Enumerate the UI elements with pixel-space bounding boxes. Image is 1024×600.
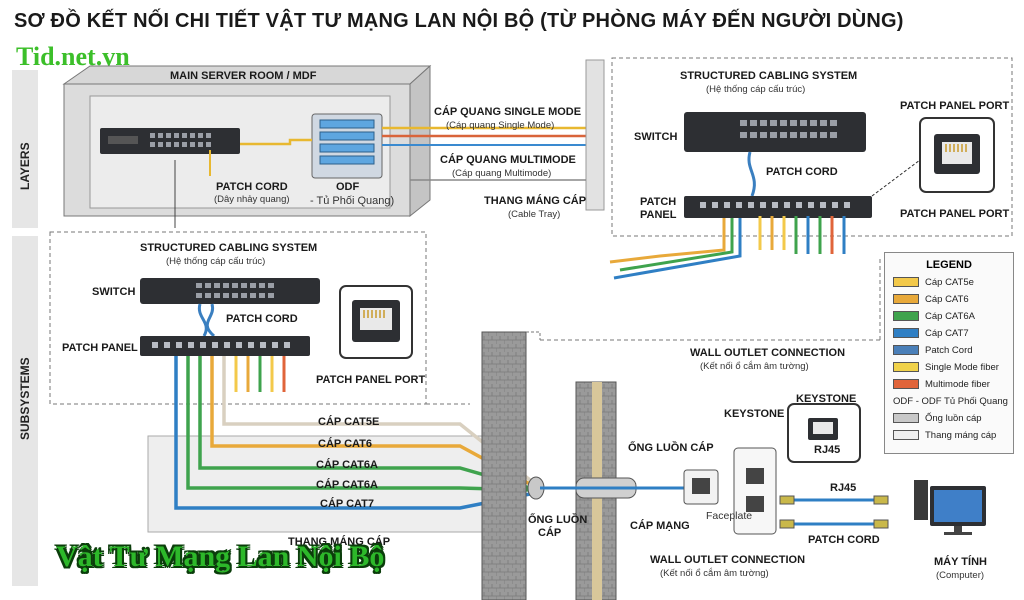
wall-title-sub: (Kết nối ổ cắm âm tường): [700, 361, 809, 372]
legend-item-label: Cáp CAT6: [925, 294, 969, 305]
tr-patch-cord-label: PATCH CORD: [766, 166, 838, 178]
keystone-label: KEYSTONE: [724, 408, 785, 420]
wall-bottom-title: WALL OUTLET CONNECTION: [650, 554, 806, 566]
banner-text: Vật Tư Mạng Lan Nội Bộ: [56, 540, 385, 573]
main-title-sub: (Hệ thống cáp cấu trúc): [166, 256, 266, 267]
legend-swatch: [893, 362, 919, 373]
wall-title: WALL OUTLET CONNECTION: [690, 347, 846, 359]
tr-port-label-top: PATCH PANEL PORT: [900, 100, 1010, 112]
legend-item: ODF - ODF Tủ Phối Quang: [893, 396, 1008, 407]
wall-bottom-sub: (Kết nối ổ cắm âm tường): [660, 568, 769, 579]
main-switch: [140, 278, 320, 304]
legend-item-label: Cáp CAT5e: [925, 277, 974, 288]
tr-switch-label: SWITCH: [634, 131, 678, 143]
computer-sub: (Computer): [936, 570, 985, 581]
top-right-panel: [611, 57, 1013, 237]
cable-label-cat6a-2: CÁP CAT6A: [316, 479, 378, 491]
legend-swatch: [893, 413, 919, 424]
main-patch-panel-label: PATCH PANEL: [62, 342, 138, 354]
wall-conduit-label: ỐNG LUỒN CÁP: [628, 442, 714, 454]
subsystems-label: SUBSYSTEMS: [18, 357, 32, 440]
legend-swatch: [893, 294, 919, 305]
main-tray-label: THANG MÁNG CÁP: [288, 536, 391, 548]
legend-item: Thang máng cáp: [893, 430, 996, 441]
pc-patch-cord-label: PATCH CORD: [808, 534, 880, 546]
computer-label: MÁY TÍNH: [934, 556, 987, 568]
wall-network-cable-label: CÁP MẠNG: [630, 520, 690, 532]
cable-tray: [147, 435, 489, 533]
legend-item: Cáp CAT6A: [893, 311, 975, 322]
legend-item-label: Cáp CAT6A: [925, 311, 975, 322]
wall-left: [481, 331, 527, 600]
main-conduit-label: ỐNG LUỒN: [528, 514, 588, 526]
legend-item: Patch Cord: [893, 345, 973, 356]
legend-item: Multimode fiber: [893, 379, 990, 390]
main-conduit-label-2: CÁP: [538, 527, 562, 539]
cable-label-cat5e: CÁP CAT5E: [318, 416, 380, 428]
rj45-box-label: RJ45: [814, 444, 841, 456]
legend-item: Cáp CAT5e: [893, 277, 974, 288]
legend-item-label: Multimode fiber: [925, 379, 990, 390]
multimode-sub: (Cáp quang Multimode): [452, 168, 552, 179]
legend-swatch: [893, 345, 919, 356]
layers-bar: [12, 70, 38, 228]
faceplate: [733, 447, 777, 535]
legend-swatch: [893, 328, 919, 339]
legend-swatch: [893, 379, 919, 390]
multimode-label: CÁP QUANG MULTIMODE: [440, 154, 576, 166]
legend-item-label: Ống luồn cáp: [925, 413, 982, 424]
legend-item: Cáp CAT7: [893, 328, 969, 339]
single-mode-sub: (Cáp quang Single Mode): [446, 120, 555, 131]
keystone-box-label: KEYSTONE: [796, 393, 857, 405]
legend-item: Single Mode fiber: [893, 362, 999, 373]
layers-label: LAYERS: [18, 142, 32, 190]
faceplate-label: Faceplate: [706, 510, 753, 522]
odf-label: ODF: [336, 181, 360, 193]
main-patch-cord-label: PATCH CORD: [226, 313, 298, 325]
legend-item-label: Single Mode fiber: [925, 362, 999, 373]
legend-item-label: Thang máng cáp: [925, 430, 997, 441]
server-room-title: MAIN SERVER ROOM / MDF: [170, 70, 317, 82]
cable-label-cat7: CÁP CAT7: [320, 498, 374, 510]
legend-item: Cáp CAT6: [893, 294, 969, 305]
legend-item-label: ODF - ODF Tủ Phối Quang: [893, 396, 1008, 407]
legend-item-label: Cáp CAT7: [925, 328, 969, 339]
diagram-title: SƠ ĐỒ KẾT NỐI CHI TIẾT VẬT TƯ MẠNG LAN N…: [14, 10, 904, 32]
subsystems-bar: [12, 236, 38, 586]
server-patch-cord-label: PATCH CORD: [216, 181, 288, 193]
legend-swatch: [893, 277, 919, 288]
tray-label: THANG MÁNG CÁP: [484, 195, 587, 207]
pc-tower: [914, 480, 928, 520]
tray-sub: (Cable Tray): [508, 209, 561, 220]
tr-patch-panel-label-1: PATCH: [640, 196, 677, 208]
tr-port-label-bottom: PATCH PANEL PORT: [900, 208, 1010, 220]
legend-item: Ống luồn cáp: [893, 413, 982, 424]
legend-title: LEGEND: [926, 259, 972, 271]
tr-title: STRUCTURED CABLING SYSTEM: [680, 70, 858, 82]
odf-sub: - Tủ Phối Quang): [310, 195, 395, 207]
legend-item-label: Patch Cord: [925, 345, 973, 356]
watermark: Tid.net.vn: [16, 42, 130, 71]
main-switch-label: SWITCH: [92, 286, 136, 298]
cable-label-cat6a-1: CÁP CAT6A: [316, 459, 378, 471]
legend-swatch: [893, 430, 919, 441]
cable-label-cat6: CÁP CAT6: [318, 438, 372, 450]
main-port-label: PATCH PANEL PORT: [316, 374, 426, 386]
tr-patch-panel-label-2: PANEL: [640, 209, 677, 221]
tr-title-sub: (Hệ thống cáp cấu trúc): [706, 84, 806, 95]
main-title: STRUCTURED CABLING SYSTEM: [140, 242, 318, 254]
legend-swatch: [893, 311, 919, 322]
rj45-label: RJ45: [830, 482, 857, 494]
single-mode-label: CÁP QUANG SINGLE MODE: [434, 106, 582, 118]
server-switch: [100, 128, 240, 154]
server-patch-cord-sub: (Dây nhảy quang): [214, 194, 290, 205]
